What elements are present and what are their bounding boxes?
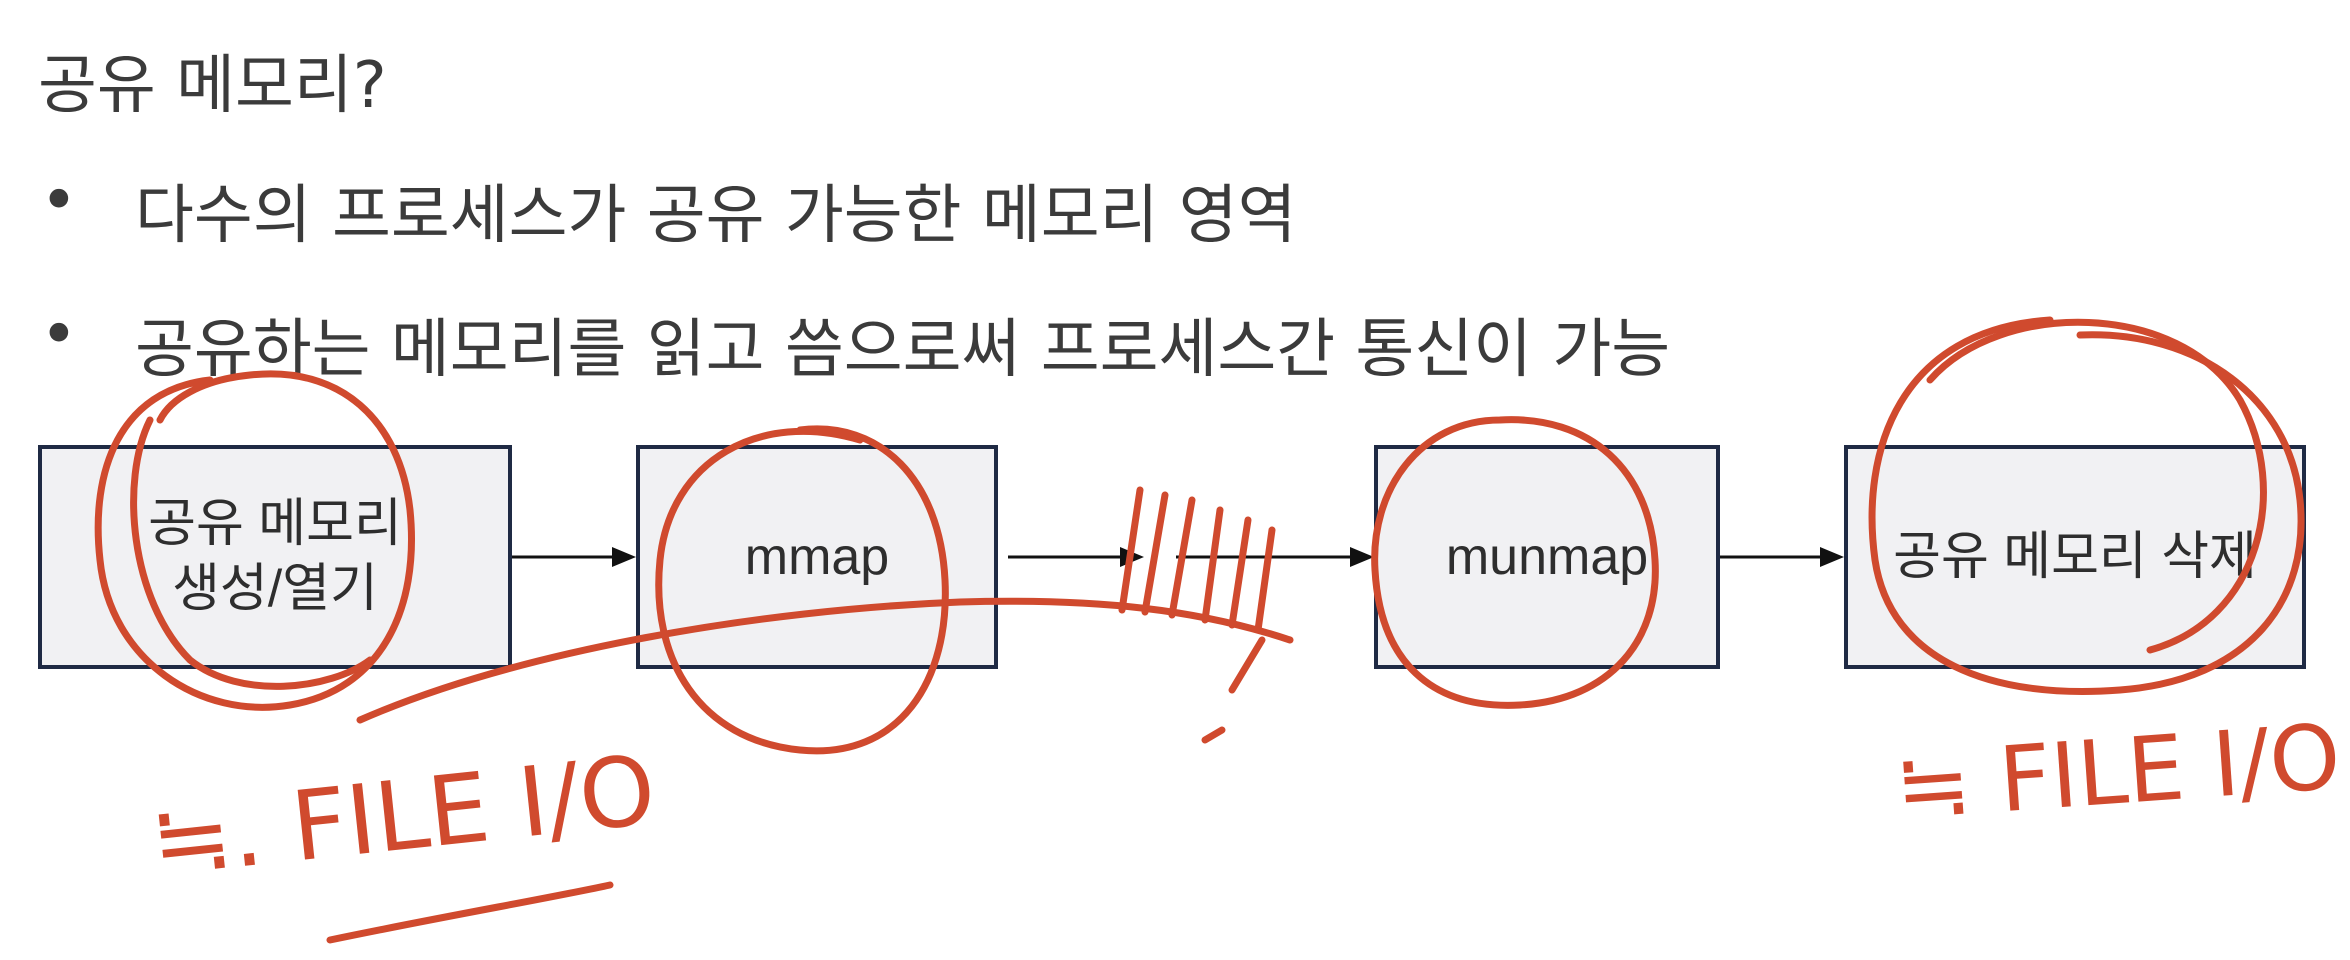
- step-box-munmap: munmap: [1374, 445, 1720, 669]
- step-label: mmap: [744, 527, 890, 586]
- bullet-text: 다수의 프로세스가 공유 가능한 메모리 영역: [135, 179, 1297, 253]
- annotation-left-note: ≒. FILE I/O: [145, 733, 661, 899]
- bullet-dot: •: [40, 298, 78, 372]
- arrow-create-to-mmap: [512, 547, 636, 567]
- bullet-text: 공유하는 메모리를 읽고 씀으로써 프로세스간 통신이 가능: [135, 313, 1671, 387]
- hand-hatch-marks: [1118, 486, 1276, 744]
- slide-title: 공유 메모리?: [38, 49, 387, 123]
- hand-underline-left: [326, 881, 614, 944]
- step-box-create-open: 공유 메모리 생성/열기: [38, 445, 512, 669]
- arrow-mmap-to-munmap: [1008, 547, 1374, 567]
- arrow-munmap-to-delete: [1720, 547, 1844, 567]
- step-label: 공유 메모리 삭제: [1893, 527, 2257, 586]
- step-label: munmap: [1445, 527, 1649, 586]
- annotation-right-note: ≒ FILE I/O: [1891, 704, 2344, 841]
- step-label: 공유 메모리 생성/열기: [148, 495, 402, 618]
- bullet-dot: •: [40, 164, 78, 238]
- step-box-delete: 공유 메모리 삭제: [1844, 445, 2306, 669]
- step-box-mmap: mmap: [636, 445, 998, 669]
